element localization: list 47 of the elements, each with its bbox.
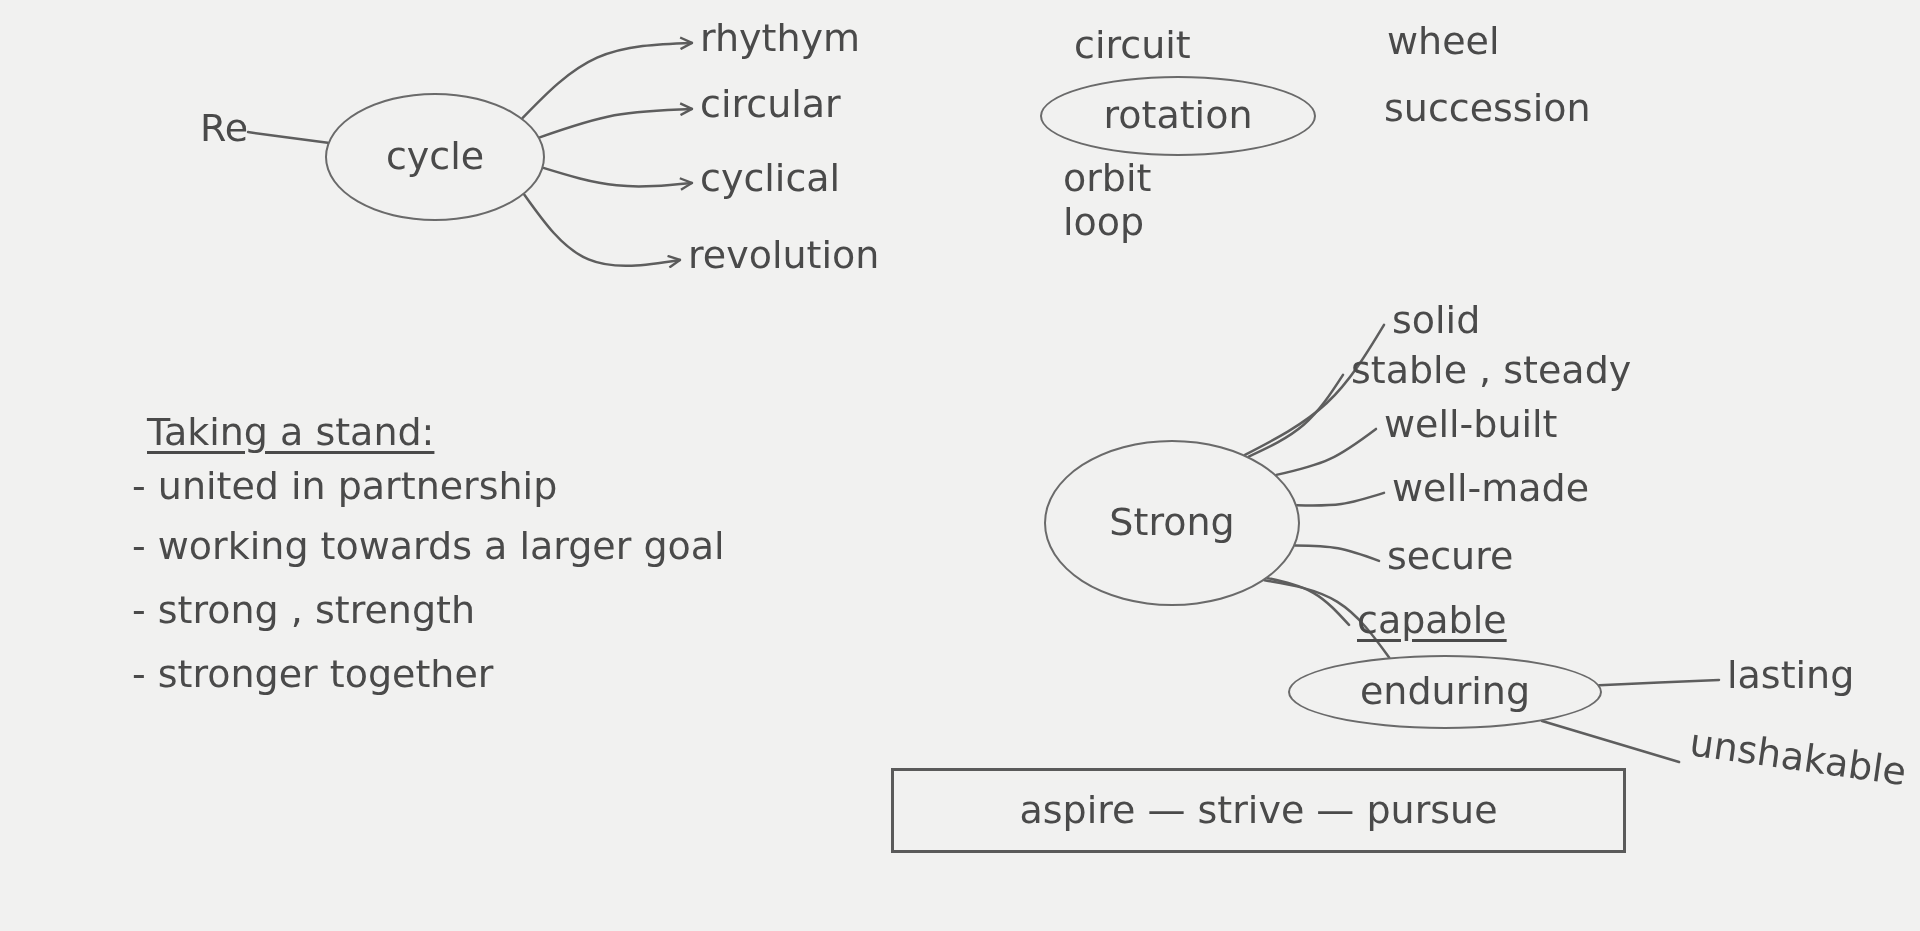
branch-line: [1598, 678, 1721, 687]
branch-line: [246, 130, 329, 144]
circled-word: [325, 93, 545, 221]
word: loop: [1063, 202, 1145, 244]
list-item: - united in partnership: [132, 466, 558, 508]
list-item: - working towards a larger goal: [132, 526, 725, 568]
branch-line: [1263, 579, 1391, 659]
word: well-made: [1392, 468, 1590, 510]
word: unshakable: [1687, 722, 1909, 794]
branch-line: [1275, 427, 1378, 477]
word: solid: [1392, 300, 1481, 342]
branch-line: [1266, 576, 1351, 627]
arrow: [521, 36, 694, 120]
arrow: [522, 193, 682, 269]
word: cyclical: [700, 158, 841, 200]
word: circular: [700, 84, 841, 126]
word: cycle: [385, 136, 485, 178]
word: Re: [200, 108, 249, 150]
word: secure: [1387, 536, 1514, 578]
word: wheel: [1387, 21, 1500, 63]
word: lasting: [1727, 655, 1855, 697]
word: aspire — strive — pursue: [1019, 789, 1498, 832]
heading: Taking a stand:: [147, 412, 435, 454]
branch-line: [1243, 323, 1386, 457]
circled-word: [1044, 440, 1300, 606]
word: enduring: [1359, 671, 1531, 713]
word: rotation: [1103, 95, 1253, 137]
branch-line: [1295, 491, 1386, 507]
word: Strong: [1109, 502, 1235, 544]
word: stable , steady: [1351, 350, 1632, 392]
list-item: - stronger together: [132, 654, 494, 696]
framed-phrase: [891, 768, 1626, 853]
branch-line: [1247, 373, 1345, 458]
word: revolution: [688, 235, 880, 277]
word: capable: [1357, 600, 1507, 642]
arrow: [538, 102, 694, 139]
branch-line: [1540, 719, 1681, 764]
branch-line: [1293, 544, 1381, 563]
word: circuit: [1074, 25, 1191, 67]
word: rhythym: [700, 18, 860, 60]
list-item: - strong , strength: [132, 590, 476, 632]
circled-word: [1288, 655, 1602, 729]
circled-word: [1040, 76, 1316, 156]
word: orbit: [1063, 158, 1152, 200]
arrow: [542, 166, 694, 191]
word: succession: [1384, 88, 1591, 130]
word: well-built: [1384, 404, 1558, 446]
